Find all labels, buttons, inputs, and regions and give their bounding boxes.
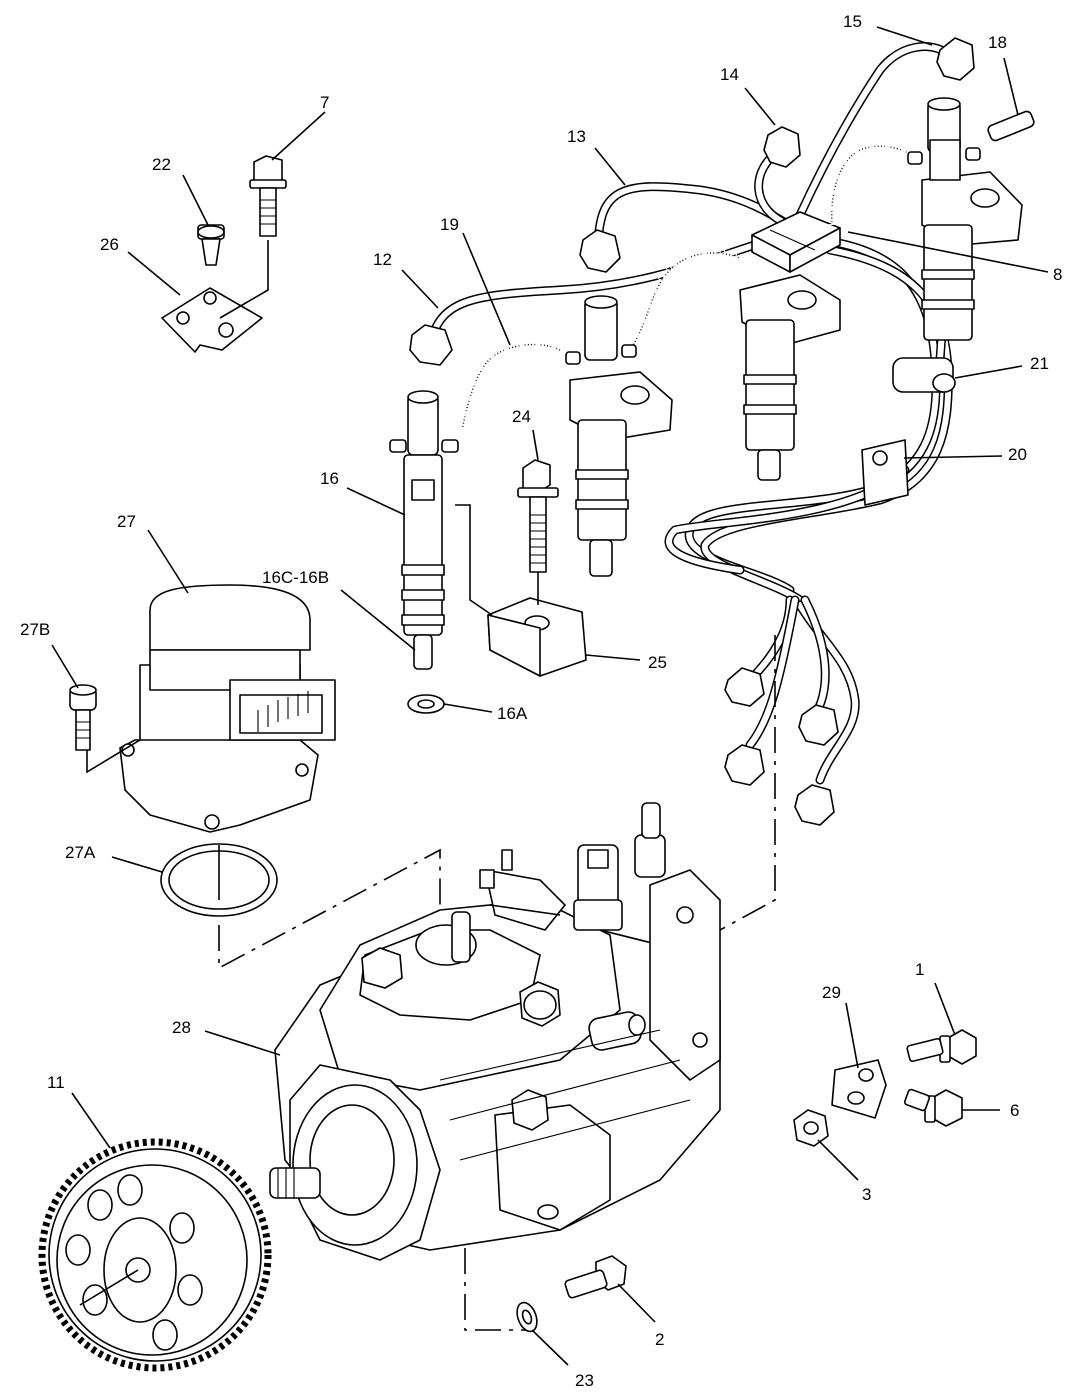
label-27A: 27A xyxy=(65,843,96,862)
label-1: 1 xyxy=(915,960,924,979)
label-16A: 16A xyxy=(497,704,528,723)
label-22: 22 xyxy=(152,155,171,174)
injector-rear-right xyxy=(907,97,1023,341)
label-3: 3 xyxy=(862,1185,871,1204)
injector-clamp-25 xyxy=(487,597,587,677)
label-2: 2 xyxy=(655,1330,664,1349)
stud-22 xyxy=(197,224,225,266)
bolt-1 xyxy=(906,1029,977,1065)
leak-off-hoses xyxy=(458,110,1035,431)
bolt-6 xyxy=(903,1088,963,1127)
label-23: 23 xyxy=(575,1371,594,1390)
bolt-24 xyxy=(517,459,559,605)
label-13: 13 xyxy=(567,127,586,146)
label-16: 16 xyxy=(320,469,339,488)
nut-3 xyxy=(793,1109,829,1147)
label-15: 15 xyxy=(843,12,862,31)
label-20: 20 xyxy=(1008,445,1027,464)
label-21: 21 xyxy=(1030,354,1049,373)
label-8: 8 xyxy=(1053,265,1062,284)
label-12: 12 xyxy=(373,250,392,269)
label-27B: 27B xyxy=(20,620,50,639)
label-14: 14 xyxy=(720,65,739,84)
injector-mid xyxy=(565,295,673,577)
pipe-clamp-8 xyxy=(751,211,841,273)
nut-lower-1 xyxy=(724,667,765,707)
label-29: 29 xyxy=(822,983,841,1002)
gear-11 xyxy=(38,1138,272,1372)
leader-lines xyxy=(51,26,1049,1366)
actuator-27 xyxy=(119,584,336,833)
injector-rear-left xyxy=(739,274,841,481)
callout-labels: 7 22 26 12 19 13 14 15 18 8 21 20 16 24 … xyxy=(20,12,1062,1390)
label-16C-16B: 16C-16B xyxy=(262,568,329,587)
label-24: 24 xyxy=(512,407,531,426)
nut-lower-4 xyxy=(794,784,835,826)
washer-16A xyxy=(407,694,445,714)
nut-15 xyxy=(936,37,975,81)
bolt-2 xyxy=(564,1255,627,1299)
bracket-20 xyxy=(861,439,909,506)
injector-16 xyxy=(389,390,459,670)
label-27: 27 xyxy=(117,512,136,531)
nut-lower-2 xyxy=(798,704,839,746)
nut-lower-3 xyxy=(724,744,765,786)
label-19: 19 xyxy=(440,215,459,234)
fitting-nuts xyxy=(409,37,975,826)
label-7: 7 xyxy=(320,93,329,112)
pump-28 xyxy=(269,802,721,1261)
bolt-27B xyxy=(69,684,97,751)
nut-12 xyxy=(409,324,453,366)
plate-26 xyxy=(161,287,263,353)
bracket-29 xyxy=(831,1059,887,1119)
clamp-21 xyxy=(892,357,956,393)
hose-18 xyxy=(987,110,1035,142)
nut-14 xyxy=(763,126,801,168)
label-6: 6 xyxy=(1010,1101,1019,1120)
label-25: 25 xyxy=(648,653,667,672)
label-28: 28 xyxy=(172,1018,191,1037)
label-26: 26 xyxy=(100,235,119,254)
label-11: 11 xyxy=(47,1073,65,1092)
bolt-7 xyxy=(249,155,287,237)
washer-23 xyxy=(516,1301,538,1333)
nut-13 xyxy=(579,229,621,273)
label-18: 18 xyxy=(988,33,1007,52)
